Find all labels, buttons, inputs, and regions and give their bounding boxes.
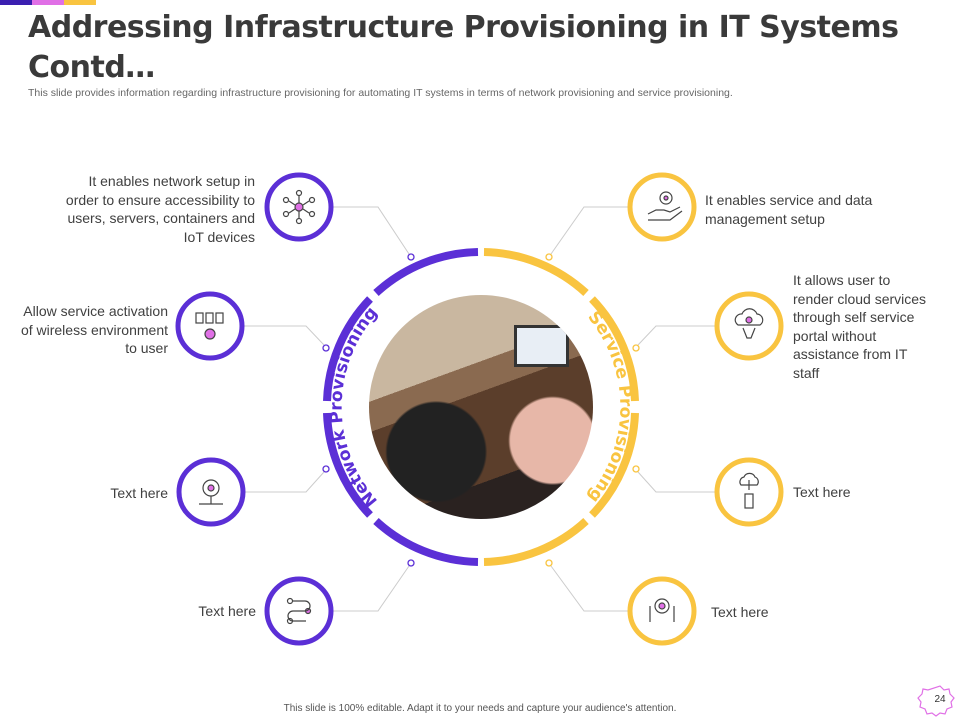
right-item-1-text: It enables service and data management s… — [705, 192, 873, 227]
gear-hand-glyph — [647, 191, 683, 221]
left-item-3-text: Text here — [110, 485, 168, 501]
ring-segment — [323, 412, 373, 518]
workflow-glyph — [286, 597, 312, 625]
gear-hand-icon — [627, 172, 697, 242]
gear-network-icon — [176, 457, 246, 527]
ring-segment — [589, 412, 639, 518]
right-item-4-text: Text here — [711, 604, 769, 620]
left-item-1-text: It enables network setup in order to ens… — [65, 173, 255, 245]
ring-segment — [589, 296, 639, 402]
ring-segment — [483, 248, 589, 296]
connectors — [244, 206, 715, 612]
cloud-service-glyph — [734, 308, 764, 339]
page-title: Addressing Infrastructure Provisioning i… — [28, 10, 899, 85]
cloud-service-icon — [714, 291, 784, 361]
connector-dots — [322, 253, 640, 567]
ring-segment — [373, 518, 479, 566]
accent-bar-purple — [0, 0, 32, 5]
network-provisioning-label: Network Provisioning — [327, 303, 382, 511]
gear-glyph — [199, 479, 223, 505]
left-item-4-text: Text here — [198, 603, 256, 619]
ring-segment — [373, 248, 479, 296]
meeting-photo — [369, 295, 593, 519]
page-number: 24 — [934, 694, 946, 705]
gear-hands-glyph — [649, 598, 675, 622]
ring-segment — [483, 518, 589, 566]
presentation-screen — [514, 325, 569, 367]
ring-segment — [323, 296, 373, 402]
right-item-3-text: Text here — [793, 484, 851, 500]
left-item-2-text: Allow service activation of wireless env… — [20, 303, 168, 356]
gear-hands-icon — [627, 576, 697, 646]
accent-bar-yellow — [64, 0, 96, 5]
cloud-download-glyph — [739, 472, 759, 509]
right-item-2-text: It allows user to render cloud services … — [793, 272, 927, 381]
page-subtitle: This slide provides information regardin… — [28, 87, 733, 99]
page-number-badge-icon — [917, 685, 955, 717]
wireless-devices-icon — [175, 291, 245, 361]
service-provisioning-label: Service Provisioning — [584, 308, 636, 507]
wireless-devices-glyph — [195, 312, 224, 340]
cloud-download-icon — [714, 457, 784, 527]
accent-bar-pink — [32, 0, 64, 5]
ring — [323, 248, 639, 566]
network-hub-glyph — [282, 189, 316, 225]
footer-note: This slide is 100% editable. Adapt it to… — [283, 703, 677, 714]
